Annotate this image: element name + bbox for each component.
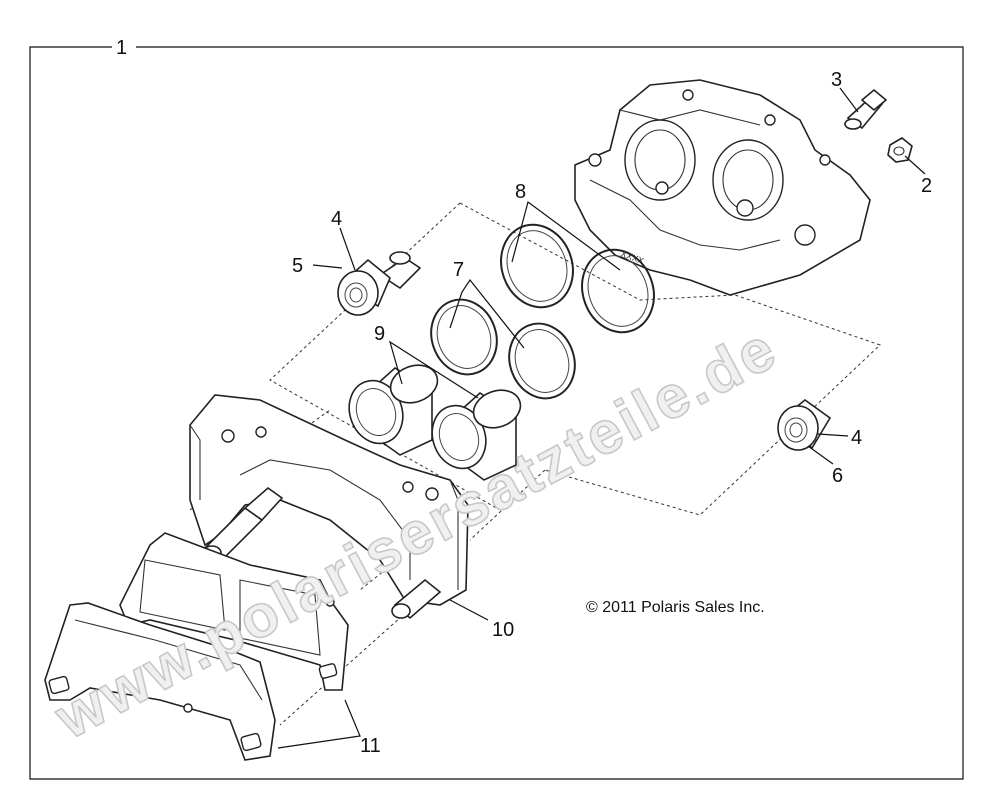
callout-leaders — [277, 87, 926, 749]
callout-1: 1 — [116, 37, 127, 59]
callout-5: 5 — [292, 255, 303, 277]
callout-6: 6 — [832, 465, 843, 487]
brake-pads — [44, 532, 349, 761]
callout-labels: 1 2 3 4 5 4 6 7 8 9 10 11 — [116, 37, 932, 757]
callout-4-lower: 4 — [851, 427, 862, 449]
callout-2: 2 — [921, 175, 932, 197]
callout-4-upper: 4 — [331, 208, 342, 230]
piston-seals-small — [430, 298, 576, 400]
callout-10: 10 — [492, 619, 514, 641]
callout-8: 8 — [515, 181, 526, 203]
guide-pin-boot-lower — [777, 398, 832, 451]
caliper-housing: XXXX — [574, 79, 871, 296]
pistons — [348, 364, 522, 481]
piston-seals-large — [500, 223, 655, 334]
bleeder-cap — [887, 137, 913, 163]
diagram-frame — [29, 46, 964, 780]
callout-11: 11 — [360, 735, 381, 757]
copyright-notice: © 2011 Polaris Sales Inc. — [586, 599, 765, 616]
guide-pin-boot-upper — [337, 251, 422, 316]
callout-3: 3 — [831, 69, 842, 91]
bleeder-valve — [844, 88, 888, 130]
callout-9: 9 — [374, 323, 385, 345]
callout-7: 7 — [453, 259, 464, 281]
